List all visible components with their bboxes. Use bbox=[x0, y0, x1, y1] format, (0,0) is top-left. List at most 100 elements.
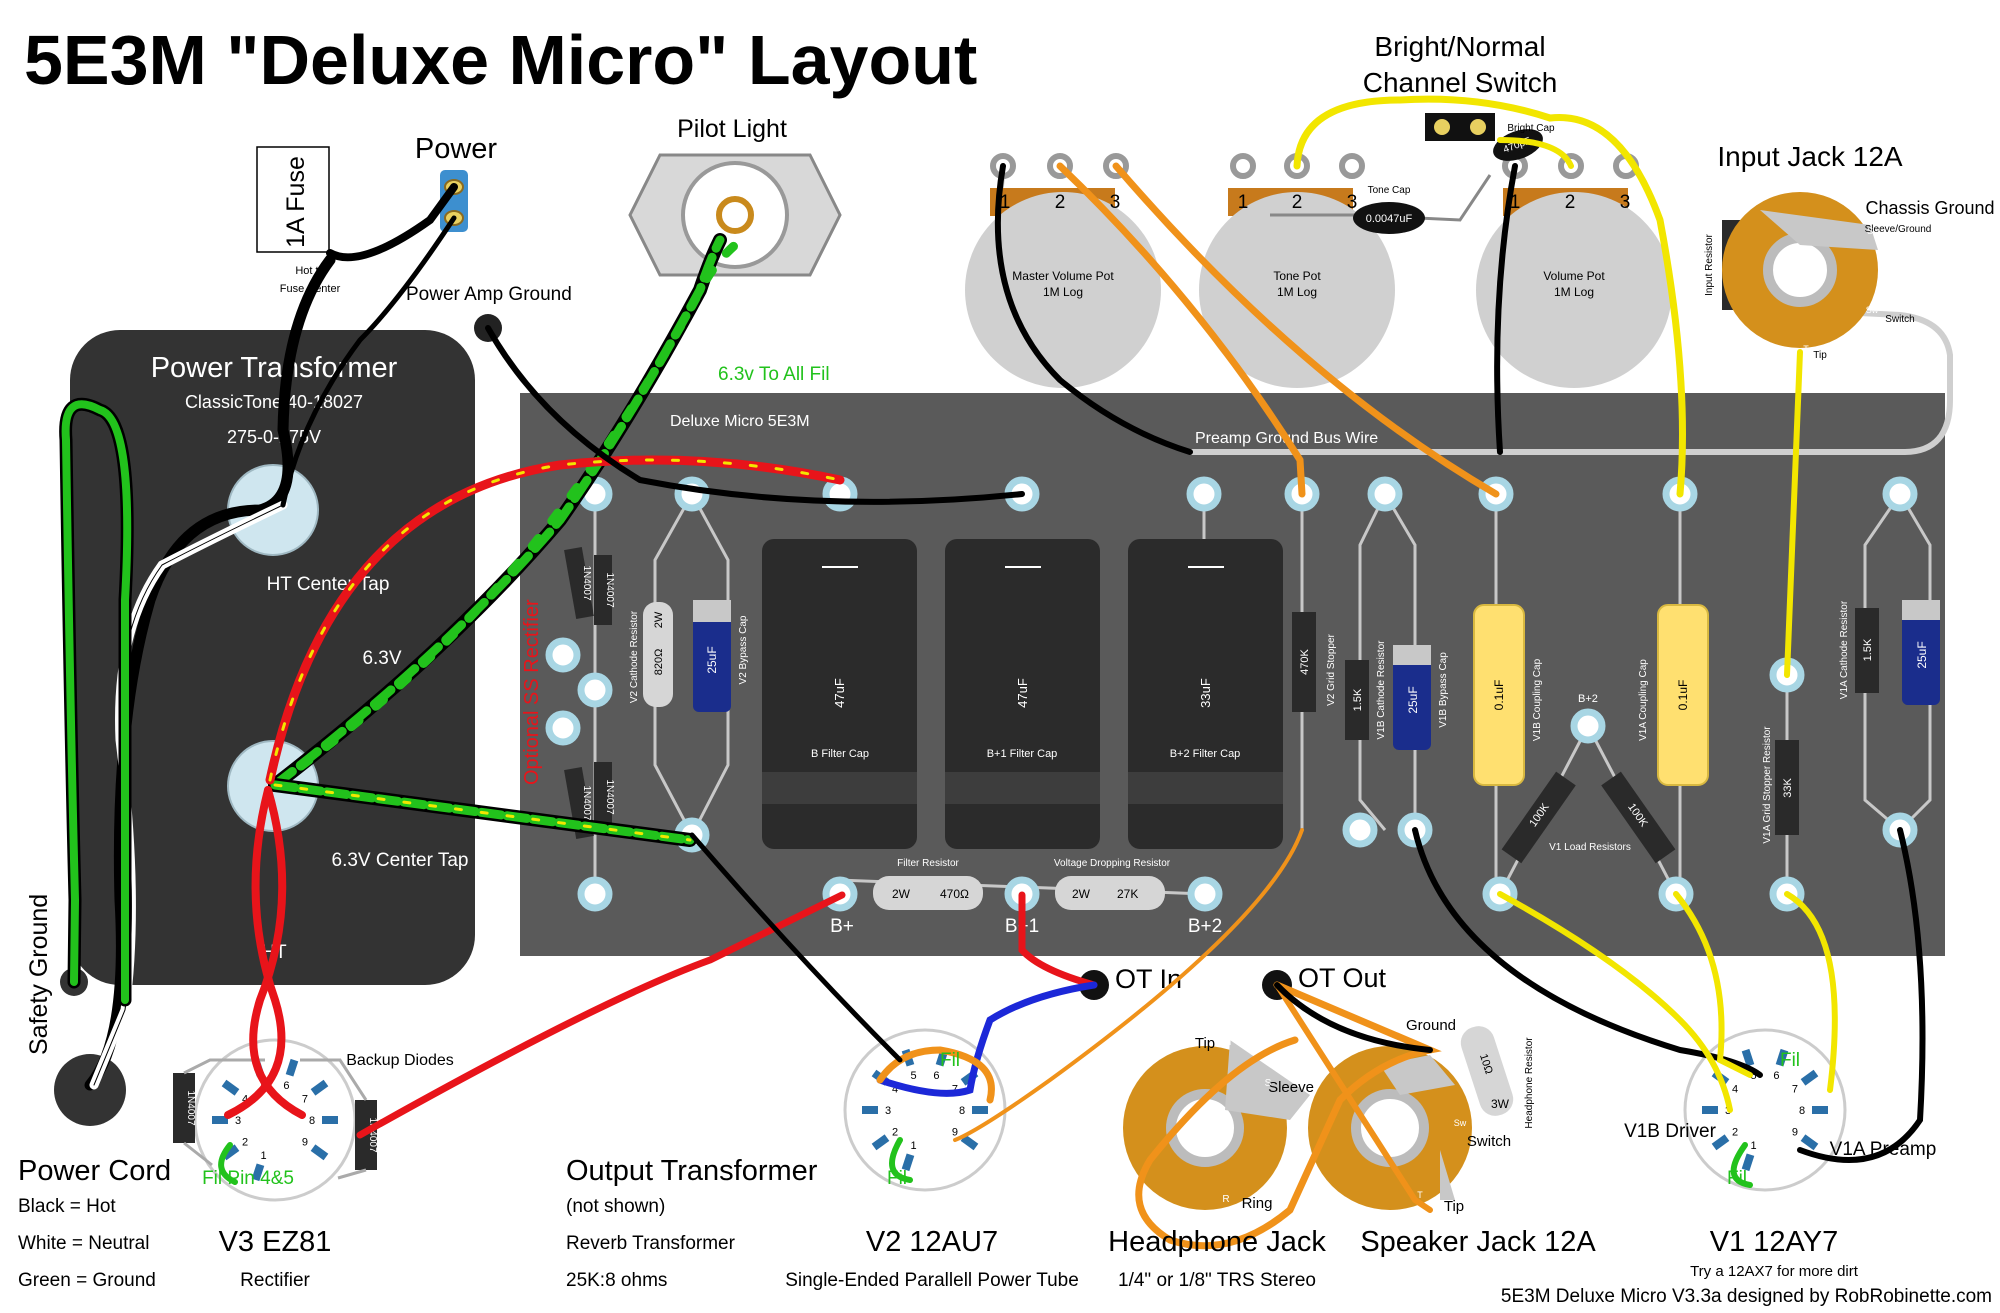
hp-s: S bbox=[1265, 1078, 1272, 1089]
power-amp-ground-label: Power Amp Ground bbox=[406, 284, 572, 305]
eyelet[interactable] bbox=[1367, 476, 1403, 512]
socket-pin-number: 3 bbox=[235, 1115, 241, 1127]
eyelet[interactable] bbox=[1187, 876, 1223, 912]
socket-pin[interactable] bbox=[310, 1144, 329, 1161]
filter-caps: 47uF B Filter Cap 47uF B+1 Filter Cap 33… bbox=[762, 539, 1283, 849]
socket-pin[interactable] bbox=[212, 1116, 228, 1124]
filter-cap-1-value: 47uF bbox=[832, 678, 847, 708]
socket-pin[interactable] bbox=[862, 1106, 878, 1114]
master-pot-pin1: 1 bbox=[1000, 192, 1011, 213]
speaker-title: Speaker Jack 12A bbox=[1360, 1226, 1596, 1258]
headphone-resistor bbox=[1460, 1026, 1514, 1116]
socket-pin-number: 5 bbox=[1751, 1070, 1757, 1082]
ot-sub: (not shown) bbox=[566, 1196, 665, 1217]
socket-pin-number: 6 bbox=[933, 1070, 939, 1082]
v3-backup-label: Backup Diodes bbox=[346, 1052, 454, 1069]
eyelet[interactable] bbox=[545, 637, 581, 673]
eyelet[interactable] bbox=[1570, 708, 1606, 744]
socket-pin[interactable] bbox=[1741, 1153, 1755, 1172]
v1a-cathode-res-value: 1.5K bbox=[1862, 638, 1874, 661]
power-resistors: 2W 470Ω Filter Resistor 2W 27K Voltage D… bbox=[873, 858, 1171, 910]
eyelet[interactable] bbox=[545, 710, 581, 746]
master-pot-value: 1M Log bbox=[1043, 285, 1083, 299]
eyelet[interactable] bbox=[1882, 476, 1918, 512]
v2-cathode-res-label: V2 Cathode Resistor bbox=[629, 610, 640, 703]
fuse-label: 1A Fuse bbox=[282, 156, 310, 248]
input-jack-s: S bbox=[1867, 226, 1873, 236]
socket-pin[interactable] bbox=[1711, 1134, 1730, 1151]
fuse-holder[interactable] bbox=[256, 146, 330, 253]
v2-grid-stopper-value: 470K bbox=[1299, 648, 1311, 674]
socket-pin-number: 1 bbox=[1751, 1140, 1757, 1152]
filter-cap-1-label: B Filter Cap bbox=[811, 748, 869, 760]
socket-pin[interactable] bbox=[1800, 1069, 1819, 1086]
socket-pin[interactable] bbox=[1775, 1048, 1789, 1067]
socket-pin-number: 2 bbox=[1732, 1127, 1738, 1139]
v2-cathode-res-value: 820Ω bbox=[653, 649, 665, 676]
socket-pin[interactable] bbox=[322, 1116, 338, 1124]
ht-center-tap-label: HT Center Tap bbox=[267, 574, 390, 595]
socket-pin[interactable] bbox=[1702, 1106, 1718, 1114]
socket-pin-number: 6 bbox=[1773, 1070, 1779, 1082]
socket-pin-number: 4 bbox=[242, 1093, 248, 1105]
master-volume-pot[interactable] bbox=[965, 192, 1161, 388]
socket-pin[interactable] bbox=[972, 1106, 988, 1114]
credit: 5E3M Deluxe Micro V3.3a designed by RobR… bbox=[1501, 1286, 1992, 1307]
input-jack-sw-small: Sw bbox=[1866, 305, 1879, 315]
v1-sub: Try a 12AX7 for more dirt bbox=[1690, 1263, 1859, 1280]
hp-res-label: Headphone Resistor bbox=[1524, 1037, 1535, 1129]
socket-pin[interactable] bbox=[960, 1134, 979, 1151]
tone-pot[interactable] bbox=[1199, 192, 1395, 388]
eyelet[interactable] bbox=[577, 876, 613, 912]
diode-1-label: 1N4007 bbox=[581, 565, 592, 600]
input-jack-title: Input Jack 12A bbox=[1717, 141, 1903, 172]
v1b-coupling-value: 0.1uF bbox=[1492, 680, 1506, 711]
diode-4-label: 1N4007 bbox=[604, 779, 615, 814]
socket-pin[interactable] bbox=[221, 1079, 240, 1096]
v1b-coupling-label: V1B Coupling Cap bbox=[1532, 658, 1543, 741]
transformer-model: ClassicTone 40-18027 bbox=[185, 392, 363, 412]
socket-pin[interactable] bbox=[871, 1134, 890, 1151]
transformer-voltage: 275-0-275V bbox=[227, 427, 321, 447]
socket-pin[interactable] bbox=[1812, 1106, 1828, 1114]
v1-title: V1 12AY7 bbox=[1710, 1226, 1838, 1258]
volume-pot-pin1: 1 bbox=[1510, 192, 1521, 213]
tone-cap-label: Tone Cap bbox=[1368, 185, 1411, 196]
eyelet[interactable] bbox=[577, 672, 613, 708]
socket-pin[interactable] bbox=[285, 1058, 299, 1077]
socket-pin[interactable] bbox=[901, 1153, 915, 1172]
input-jack-sleeve: Sleeve/Ground bbox=[1865, 224, 1932, 235]
eyelet[interactable] bbox=[674, 476, 710, 512]
hp-res-watt: 3W bbox=[1491, 1097, 1510, 1111]
v2-bypass-label: V2 Bypass Cap bbox=[738, 615, 749, 684]
headphone-jack-group: Tip Sleeve Ring T S R bbox=[1123, 1035, 1314, 1212]
tone-pot-name: Tone Pot bbox=[1273, 269, 1321, 283]
socket-pin-number: 7 bbox=[302, 1093, 308, 1105]
diode-3-label: 1N4007 bbox=[581, 785, 592, 820]
spk-switch-label: Switch bbox=[1467, 1133, 1511, 1150]
socket-pin-number: 7 bbox=[1792, 1083, 1798, 1095]
socket-pin-number: 8 bbox=[1799, 1105, 1805, 1117]
filter-cap-2-value: 47uF bbox=[1015, 678, 1030, 708]
switch-label-2: Channel Switch bbox=[1363, 67, 1558, 98]
socket-pin-number: 5 bbox=[911, 1070, 917, 1082]
v63-label: 6.3V bbox=[362, 648, 401, 669]
socket-pin[interactable] bbox=[1741, 1048, 1755, 1067]
master-pot-name: Master Volume Pot bbox=[1012, 269, 1114, 283]
power-transformer: Power Transformer ClassicTone 40-18027 2… bbox=[70, 330, 475, 985]
socket-pin[interactable] bbox=[251, 1163, 265, 1182]
socket-pin[interactable] bbox=[310, 1079, 329, 1096]
tone-pot-value: 1M Log bbox=[1277, 285, 1317, 299]
eyelet[interactable] bbox=[1186, 476, 1222, 512]
v1a-bypass-value: 25uF bbox=[1915, 641, 1929, 668]
socket-pin[interactable] bbox=[1800, 1134, 1819, 1151]
socket-pin-number: 8 bbox=[309, 1115, 315, 1127]
tone-pot-pin3: 3 bbox=[1347, 192, 1358, 213]
socket-pin-number: 1 bbox=[261, 1150, 267, 1162]
input-jack-t: T bbox=[1803, 344, 1809, 354]
input-jack-chassis: Chassis Ground bbox=[1865, 198, 1994, 218]
v63-ct-label: 6.3V Center Tap bbox=[332, 850, 469, 871]
pots: Master Volume Pot 1M Log 1 2 3 Tone Pot … bbox=[965, 160, 1672, 388]
volume-pot[interactable] bbox=[1476, 192, 1672, 388]
eyelet[interactable] bbox=[1342, 812, 1378, 848]
